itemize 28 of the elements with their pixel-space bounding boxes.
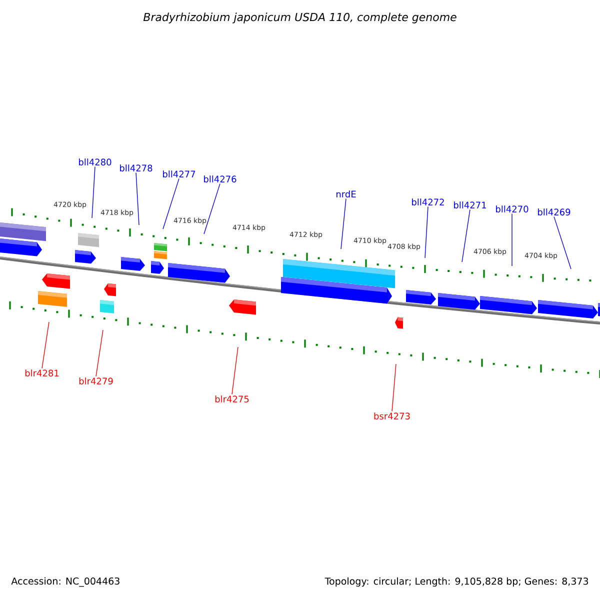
leader-line	[42, 322, 50, 369]
gene-label: blr4275	[215, 396, 249, 402]
gene-label: bll4272	[412, 198, 444, 206]
gene-label: bsr4273	[374, 412, 410, 420]
gene-label: bll4270	[496, 206, 528, 212]
leader-line	[204, 183, 220, 234]
leader-line	[424, 206, 428, 258]
gene-label: nrdE	[336, 190, 356, 198]
gene-label: blr4279	[79, 378, 113, 384]
leader-line	[340, 198, 346, 250]
leader-line	[96, 330, 104, 377]
leader-line	[162, 178, 180, 230]
footer-text: Topology: circular; Length: 9,105,828 bp; Genes: 8,373	[324, 577, 588, 587]
leader-line	[462, 209, 470, 262]
leader-line	[232, 346, 238, 395]
footer-text: Accession: NC_004463	[11, 577, 120, 587]
leader-line	[392, 364, 396, 412]
title: Bradyrhizobium japonicum USDA 110, complete genome	[143, 12, 456, 24]
gene-label: bll4271	[454, 202, 486, 208]
gene-label: bll4277	[163, 170, 196, 178]
gene-label: bll4280	[79, 158, 112, 166]
leader-line	[554, 216, 572, 270]
gene-label: bll4278	[120, 164, 152, 172]
gene-label: bll4276	[204, 176, 236, 182]
gene-label: blr4281	[25, 370, 59, 376]
gene-label: bll4269	[538, 208, 570, 216]
leader-line	[92, 166, 96, 218]
leader-line	[136, 172, 140, 226]
